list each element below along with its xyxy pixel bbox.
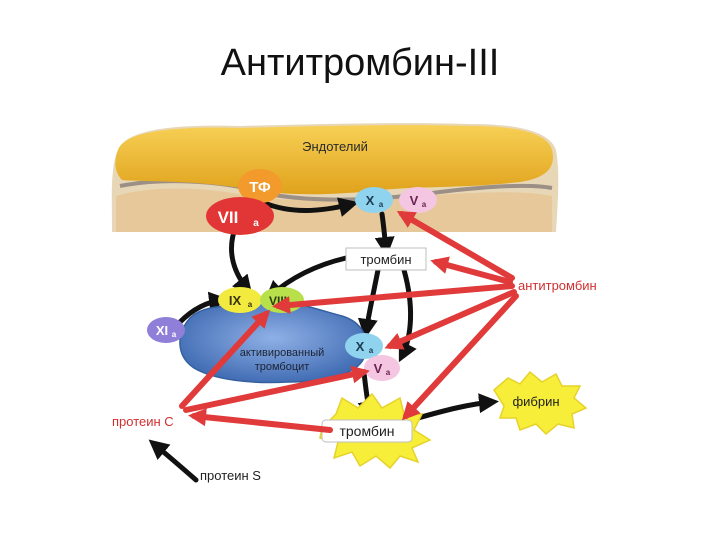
protein-c-to-viiia [179,309,271,409]
arrow-thrombin-to-xa-mid [357,267,381,339]
inhibit-xa-mid [384,289,517,350]
slide-title: Антитромбин-III [220,42,500,84]
viia-label: VII [218,208,239,227]
factor-xa-mid: X a [345,333,383,359]
va-top-subscript: a [422,200,427,209]
inhibit-thrombin-top [430,256,513,285]
arrow-xa-to-thrombin [374,211,395,257]
xa-mid-subscript: a [369,346,374,355]
platelet-label-line1: активированный [240,347,325,359]
endothelium: Эндотелий [111,123,559,232]
factor-va-top: V a [399,187,437,213]
ixa-subscript: a [248,300,253,309]
platelet-label-line2: тромбоцит [255,361,310,373]
protein-c-label: протеин С [112,414,174,429]
antithrombin-label: антитромбин [518,278,597,293]
factor-xa-top: X a [355,187,393,213]
xa-top-subscript: a [379,200,384,209]
thrombin-to-protein-c [188,408,333,433]
factor-xia: XI a [147,317,185,343]
arrow-tf-to-xa [259,197,359,217]
factor-va-mid: V a [364,355,400,381]
tf-label: ТФ [249,179,271,196]
xia-label: XI [156,323,168,338]
va-mid-label: V [374,361,383,376]
arrow-thrombin-to-va-mid [398,267,417,363]
inhibition-arrows [179,210,519,433]
thrombin-top-label: тромбин [360,252,411,267]
xa-mid-label: X [356,339,365,354]
inhibit-ixa [272,283,515,314]
factor-viia: VII a [206,197,274,235]
inhibit-xa-top [396,210,515,281]
factor-tf: ТФ [238,169,282,203]
fibrin-burst: фибрин [493,370,588,436]
arrow-protein-s-to-c [148,439,199,483]
ixa-label: IX [229,293,242,308]
protein-s-label: протеин S [200,468,261,483]
endothelium-label: Эндотелий [302,139,368,154]
inhibit-thrombin-bottom [401,293,519,421]
arrow-tf-to-ixa [229,223,253,296]
xia-subscript: a [172,330,177,339]
arrow-thrombin-to-fibrin [415,393,499,421]
activated-platelet: активированный тромбоцит [179,300,368,384]
thrombin-bottom-label: тромбин [339,423,394,439]
thrombin-top: тромбин [345,247,427,271]
protein-c-to-va [183,365,370,413]
fibrin-label: фибрин [512,394,559,409]
xa-top-label: X [366,193,375,208]
factor-viiia: VIII a [260,287,304,313]
factor-ixa: IX a [218,287,262,313]
va-mid-subscript: a [386,368,391,377]
va-top-label: V [410,193,419,208]
viia-subscript: a [253,218,259,229]
